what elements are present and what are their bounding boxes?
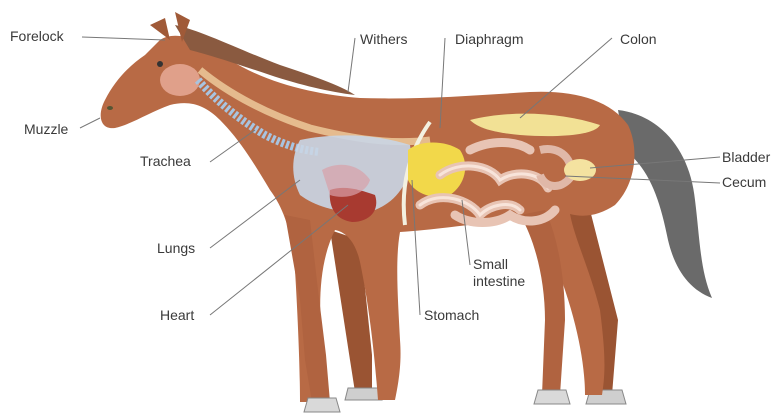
bladder-organ: [564, 159, 596, 181]
label-diaphragm: Diaphragm: [455, 31, 523, 48]
cheek: [160, 64, 200, 96]
leader-heart: [210, 205, 348, 315]
leader-muzzle: [80, 118, 100, 128]
leader-forelock: [82, 37, 165, 40]
label-small-intestine-line1: Small: [473, 256, 525, 273]
label-bladder: Bladder: [722, 149, 770, 166]
label-small-intestine: Small intestine: [473, 256, 525, 290]
label-lungs: Lungs: [157, 240, 195, 257]
leader-withers: [348, 38, 355, 92]
label-heart: Heart: [160, 307, 194, 324]
near-hooves: [304, 390, 570, 412]
label-colon: Colon: [620, 31, 657, 48]
label-muzzle: Muzzle: [24, 121, 68, 138]
label-cecum: Cecum: [722, 174, 766, 191]
label-small-intestine-line2: intestine: [473, 273, 525, 290]
label-withers: Withers: [360, 31, 407, 48]
label-stomach: Stomach: [424, 307, 479, 324]
label-trachea: Trachea: [140, 153, 191, 170]
nostril: [107, 106, 113, 110]
label-forelock: Forelock: [10, 28, 64, 45]
eye: [157, 61, 163, 67]
